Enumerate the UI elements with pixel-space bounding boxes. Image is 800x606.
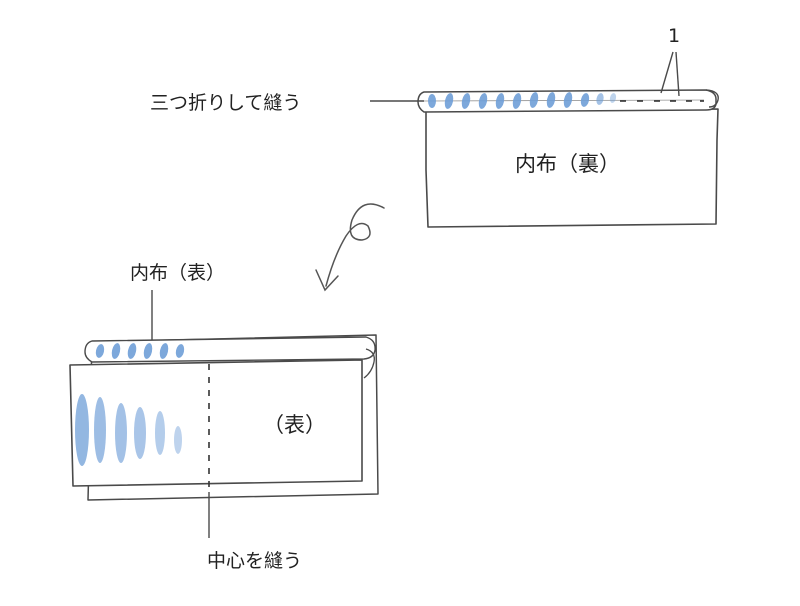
inner-fabric-front-callout: 内布（表） — [130, 262, 225, 340]
bottom-hem-stitches — [95, 343, 185, 359]
inner-fabric-back-label: 内布（裏） — [515, 152, 620, 176]
top-fabric-outline — [425, 108, 719, 228]
bottom-folded-hem — [84, 336, 376, 363]
marker-number: 1 — [668, 25, 680, 47]
front-side-label: （表） — [263, 413, 326, 437]
bottom-hem-curl — [363, 348, 375, 379]
bottom-fabric-panels — [69, 334, 379, 501]
top-fabric-panel — [417, 89, 719, 228]
sew-center-label: 中心を縫う — [207, 550, 302, 572]
fold-and-sew-label: 三つ折りして縫う — [150, 92, 301, 114]
inner-fabric-front-label: 内布（表） — [130, 262, 225, 284]
curved-arrow-down-left-icon — [315, 203, 385, 292]
fold-and-sew-callout: 三つ折りして縫う — [150, 92, 424, 114]
bottom-blue-shading — [75, 394, 182, 466]
top-hem-curl — [705, 89, 719, 108]
sew-center-callout: 中心を縫う — [207, 492, 302, 572]
marker-1: 1 — [660, 25, 680, 97]
top-hem-stitches — [428, 92, 617, 109]
